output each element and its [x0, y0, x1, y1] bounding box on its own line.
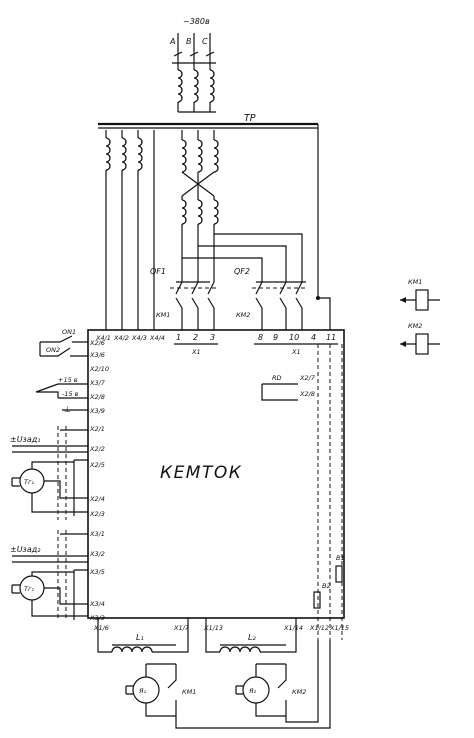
terminal-x4-4: Х4/4 — [149, 334, 165, 342]
motor-2: Я₂ КМ2 — [235, 663, 306, 717]
legend-km2-label: КМ2 — [408, 322, 422, 330]
motor-1-label: Я₁ — [138, 687, 147, 695]
legend-km2-coil — [415, 333, 429, 355]
terminal-x4-3: Х4/3 — [131, 334, 147, 342]
transformer-power-windings — [181, 130, 303, 282]
terminal-x3-9: Х3/9 — [89, 407, 105, 415]
terminal-x3-4: Х3/4 — [89, 600, 105, 608]
rd-label: RD — [272, 374, 282, 382]
minus15-label: -15 в — [62, 390, 79, 398]
choke-l2-label: L₂ — [248, 633, 256, 642]
terminal-group-left-label: Х1 — [191, 348, 201, 356]
left-terminals: Х2/6 Х3/6 Х2/10 Х3/7 Х2/8 Х3/9 Х2/1 Х2/2… — [89, 339, 109, 622]
terminal-x3-3: Х3/3 — [89, 614, 105, 622]
right-return-circuit: В1 В2 — [313, 344, 345, 640]
tachogenerator-2-label: Тг₂ — [24, 585, 34, 593]
b2-label: В2 — [322, 582, 331, 590]
chokes: L₁ L₂ — [97, 618, 297, 653]
rd-contact: RD Х2/7 Х2/8 — [261, 374, 316, 401]
transformer-primary — [172, 62, 216, 113]
terminal-x1-7: Х1/7 — [173, 624, 190, 632]
terminal-x2-10: Х2/10 — [89, 365, 109, 373]
contactor-legend: КМ1 КМ2 — [400, 278, 440, 355]
contactor-km1-bottom-label: КМ1 — [182, 688, 196, 696]
transformer-label: ТР — [244, 113, 256, 124]
contactor-km2-bottom-label: КМ2 — [292, 688, 306, 696]
terminal-9: 9 — [273, 333, 278, 342]
top-terminals: Х4/1 Х4/2 Х4/3 Х4/4 1 2 3 Х1 8 9 10 4 11… — [95, 333, 338, 356]
phase-label-c: C — [202, 37, 208, 46]
block-title: КЕМТОК — [160, 463, 242, 483]
start-buttons: ON1 ON2 — [39, 328, 88, 357]
transformer-core: ТР — [98, 113, 319, 298]
bottom-terminals: Х1/6 Х1/7 Х1/13 Х1/14 Х1/12 Х1/15 — [93, 624, 349, 632]
reference-supply: +15 в -15 в ⊥ — [35, 376, 88, 414]
breaker-qf1-label: QF1 — [150, 267, 166, 276]
resistor-b2 — [313, 591, 321, 609]
ground-symbol: ⊥ — [64, 405, 71, 414]
terminal-x2-1: Х2/1 — [89, 425, 105, 433]
speed-loop-1: ±Uзад₁ Тг₁ — [10, 426, 88, 520]
terminal-x1-13: Х1/13 — [203, 624, 223, 632]
terminal-x1-15: Х1/15 — [329, 624, 349, 632]
terminal-x3-7: Х3/7 — [89, 379, 106, 387]
terminal-x3-1: Х3/1 — [89, 530, 105, 538]
supply-fuse-marks — [173, 51, 215, 57]
breaker-qf2-label: QF2 — [234, 267, 250, 276]
supply-input: ~380в A B C — [169, 17, 215, 63]
terminal-x1-6: Х1/6 — [93, 624, 109, 632]
phase-label-a: A — [169, 37, 175, 46]
legend-km1-coil — [415, 289, 429, 311]
motor-2-label: Я₂ — [248, 687, 257, 695]
return-bus — [175, 640, 331, 729]
terminal-x3-2: Х3/2 — [89, 550, 105, 558]
terminal-1: 1 — [176, 333, 181, 342]
phase-label-b: B — [186, 37, 192, 46]
resistor-b1 — [335, 565, 343, 583]
b1-label: В1 — [336, 554, 345, 562]
button-on2-label: ON2 — [46, 346, 60, 354]
terminal-2: 2 — [193, 333, 198, 342]
button-on1-label: ON1 — [62, 328, 76, 336]
supply-lines — [177, 33, 211, 63]
speed-loop-2: ±Uзад₂ Тг₂ — [10, 530, 88, 620]
terminal-group-right-label: Х1 — [291, 348, 301, 356]
supply-voltage-label: ~380в — [183, 17, 210, 26]
plus15-label: +15 в — [58, 376, 78, 384]
terminal-x2-8: Х2/8 — [89, 393, 105, 401]
transformer-control-windings — [105, 130, 155, 330]
terminal-x2-8-right: Х2/8 — [299, 390, 315, 398]
uzad1-label: ±Uзад₁ — [10, 435, 40, 444]
terminal-x1-14: Х1/14 — [283, 624, 303, 632]
terminal-x2-6: Х2/6 — [89, 339, 105, 347]
terminal-3: 3 — [210, 333, 215, 342]
motor-1: Я₁ КМ1 — [125, 663, 196, 717]
terminal-4: 4 — [311, 333, 316, 342]
terminal-x2-5: Х2/5 — [89, 461, 105, 469]
terminal-8: 8 — [258, 333, 263, 342]
terminal-x1-12: Х1/12 — [309, 624, 329, 632]
kemtok-block — [87, 329, 345, 619]
terminal-x2-3: Х2/3 — [89, 510, 105, 518]
terminal-11: 11 — [326, 333, 336, 342]
terminal-x4-1: Х4/1 — [95, 334, 111, 342]
terminal-x4-2: Х4/2 — [113, 334, 129, 342]
terminal-x3-6: Х3/6 — [89, 351, 105, 359]
terminal-x3-5: Х3/5 — [89, 568, 105, 576]
terminal-10: 10 — [289, 333, 299, 342]
breakers: QF1 QF2 КМ1 КМ2 — [150, 267, 331, 330]
choke-l1-label: L₁ — [136, 633, 144, 642]
terminal-x2-4: Х2/4 — [89, 495, 105, 503]
terminal-x2-7: Х2/7 — [299, 374, 316, 382]
tachogenerator-1-label: Тг₁ — [24, 478, 34, 486]
terminal-x2-2: Х2/2 — [89, 445, 105, 453]
legend-km1-label: КМ1 — [408, 278, 422, 286]
contactor-km1-label: КМ1 — [156, 311, 170, 319]
contactor-km2-label: КМ2 — [236, 311, 250, 319]
uzad2-label: ±Uзад₂ — [10, 545, 41, 554]
